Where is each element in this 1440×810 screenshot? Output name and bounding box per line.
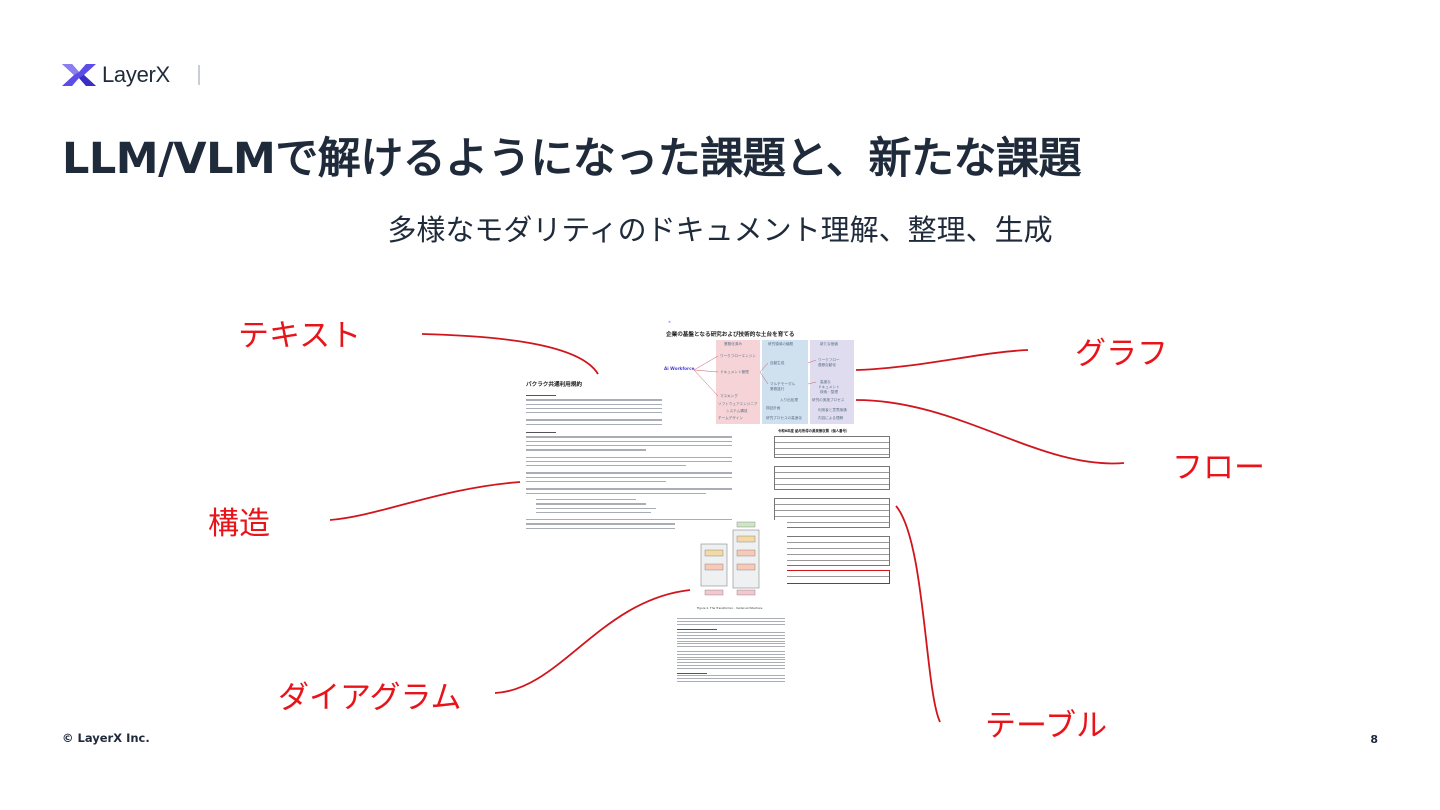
graph-column-3	[810, 340, 854, 424]
label-text: テキスト	[238, 318, 362, 354]
paper-body-text	[677, 616, 785, 682]
transformer-architecture-diagram	[700, 521, 760, 596]
label-graph: グラフ	[1075, 336, 1168, 372]
graph-item: 利用者と意思疎通	[818, 408, 847, 412]
slide-subtitle: 多様なモダリティのドキュメント理解、整理、生成	[387, 213, 1053, 247]
callout-line-text	[421, 333, 599, 375]
callout-line-diagram	[494, 589, 691, 694]
graph-col-header-1: 業務化済み	[724, 342, 742, 346]
brand-name: LayerX	[102, 62, 170, 87]
logo-divider	[198, 65, 200, 85]
graph-item: 遷移自動化	[818, 363, 836, 367]
graph-item: ドキュメント管理	[720, 370, 749, 374]
table-block	[774, 466, 890, 490]
graph-item: ドキュメント	[818, 385, 840, 389]
graph-item: 入り出処理	[780, 398, 798, 402]
page-number: 8	[1370, 733, 1378, 746]
callout-line-structure	[329, 481, 521, 521]
paper-figure-caption: Figure 1: The Transformer - model archit…	[697, 606, 764, 610]
graph-item: 自動生成	[770, 361, 785, 365]
text-document-title: パクラク共通利用規約	[526, 382, 582, 388]
table-document-title: 令和6年度 給与所得の源泉徴収票（個人番号）	[778, 429, 850, 433]
graph-item: チームデザイン	[718, 416, 744, 420]
graph-item: ワークフロー	[818, 358, 840, 362]
graph-item: マルチモーダル	[770, 382, 796, 386]
table-block	[774, 536, 890, 566]
graph-column-1	[716, 340, 760, 424]
graph-item: 業務遂行	[770, 387, 785, 391]
callout-line-graph	[855, 349, 1029, 371]
graph-item: 検索・整理	[820, 390, 838, 394]
graph-item: ソフトウェアエンジニア	[718, 402, 758, 406]
graph-item: 研究プロセスの高速化	[766, 416, 802, 420]
label-structure: 構造	[208, 506, 270, 542]
graph-item: 研究の実施プロセス	[812, 398, 845, 402]
table-block-highlight	[774, 570, 890, 584]
graph-item: マスキング	[720, 394, 738, 398]
graph-item: 検証計画	[766, 406, 781, 410]
graph-logo-mark: ✕	[668, 320, 671, 324]
brand-logo: LayerX	[62, 60, 170, 90]
label-table: テーブル	[985, 708, 1108, 744]
graph-document-thumbnail: ✕ 企業の基盤となる研究および技術的な土台を育てる 業務化済み 研究領域の議題 …	[662, 318, 856, 426]
graph-item: システム構成	[726, 409, 748, 413]
callout-line-flow	[855, 399, 1125, 465]
graph-main-node: Ai Workforce	[664, 366, 695, 371]
callout-line-table	[895, 505, 941, 723]
table-block	[774, 498, 890, 528]
graph-column-2	[762, 340, 808, 424]
graph-title: 企業の基盤となる研究および技術的な土台を育てる	[666, 332, 795, 338]
graph-col-header-3: 新たな価値	[820, 342, 838, 346]
layerx-logo-icon	[62, 64, 96, 86]
graph-item: 高度な	[820, 380, 831, 384]
graph-arrows	[693, 355, 817, 397]
table-document-thumbnail: 令和6年度 給与所得の源泉徴収票（個人番号）	[770, 428, 894, 596]
graph-item: ワークフローエンジン	[720, 354, 756, 358]
label-diagram: ダイアグラム	[278, 680, 462, 716]
table-block	[774, 436, 890, 458]
graph-item: 内容による理解	[818, 416, 844, 420]
graph-col-header-2: 研究領域の議題	[768, 342, 794, 346]
slide-title: LLM/VLMで解けるようになった課題と、新たな課題	[62, 134, 1082, 184]
paper-document-thumbnail: Figure 1: The Transformer - model archit…	[675, 520, 787, 726]
label-flow: フロー	[1172, 450, 1265, 486]
text-document-body	[526, 392, 732, 530]
copyright: © LayerX Inc.	[62, 731, 150, 745]
